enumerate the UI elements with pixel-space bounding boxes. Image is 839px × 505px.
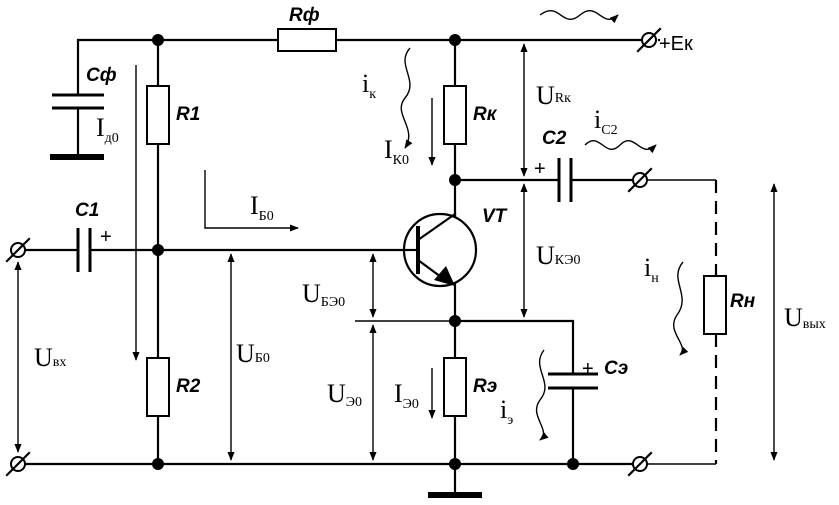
capacitor-c2 bbox=[557, 158, 573, 202]
label-r1: R1 bbox=[176, 104, 200, 125]
label-r2: R2 bbox=[176, 376, 201, 397]
wave-i-e bbox=[535, 349, 549, 441]
plus-c2: + bbox=[534, 158, 546, 180]
label-rn: Rн bbox=[730, 291, 756, 312]
label-i-e0: IЭ0 bbox=[394, 379, 419, 412]
wave-top bbox=[539, 9, 619, 24]
resistor-r2 bbox=[146, 357, 170, 417]
label-i-c2: iC2 bbox=[594, 105, 618, 138]
label-u-out: Uвых bbox=[784, 303, 826, 332]
label-vt: VT bbox=[482, 206, 508, 227]
label-u-ke0: UКЭ0 bbox=[536, 241, 581, 270]
terminal-output-bottom bbox=[627, 451, 653, 477]
junction-dots bbox=[152, 34, 579, 470]
resistor-re bbox=[443, 357, 467, 417]
label-u-be0: UБЭ0 bbox=[302, 279, 345, 310]
plus-ce: + bbox=[582, 358, 594, 380]
label-u-in: Uвх bbox=[34, 343, 66, 372]
current-arrows bbox=[132, 65, 436, 419]
resistor-rn bbox=[703, 275, 727, 335]
resistor-rk bbox=[443, 85, 467, 145]
label-re: Rэ bbox=[473, 376, 497, 397]
label-ce: Cэ bbox=[604, 358, 628, 379]
terminal-input-top bbox=[5, 237, 31, 263]
wave-i-k bbox=[400, 47, 413, 149]
arrow-i-b0 bbox=[204, 170, 299, 232]
label-u-b0: UБ0 bbox=[236, 339, 270, 368]
resistor-r1 bbox=[146, 85, 170, 145]
label-rf: Rф bbox=[289, 5, 320, 26]
wave-i-n bbox=[673, 261, 689, 356]
label-c2: C2 bbox=[542, 128, 567, 149]
transistor-vt bbox=[402, 212, 478, 288]
terminal-input-bottom bbox=[5, 451, 31, 477]
label-i-d0: Iд0 bbox=[96, 113, 119, 146]
capacitor-ce bbox=[548, 372, 598, 390]
label-i-k: iк bbox=[362, 69, 376, 102]
label-supply: +Eк bbox=[659, 33, 693, 55]
terminal-output-top bbox=[627, 167, 653, 193]
label-u-e0: UЭ0 bbox=[327, 379, 362, 410]
wires bbox=[24, 38, 716, 496]
label-rk: Rк bbox=[473, 104, 498, 125]
plus-c1: + bbox=[100, 226, 112, 248]
wave-i-c2 bbox=[584, 139, 657, 154]
label-c1: C1 bbox=[75, 200, 99, 221]
label-i-b0: IБ0 bbox=[250, 191, 274, 224]
label-i-k0: IК0 bbox=[384, 135, 409, 168]
capacitor-c1 bbox=[76, 228, 92, 272]
label-cf: Cф bbox=[86, 65, 117, 86]
voltage-arrows bbox=[14, 43, 778, 461]
capacitor-cf bbox=[50, 93, 104, 160]
ac-current-arrows bbox=[400, 9, 689, 441]
label-u-rk: URк bbox=[536, 81, 571, 110]
label-i-n: iн bbox=[644, 253, 659, 286]
label-i-e: iэ bbox=[500, 395, 513, 428]
terminal-supply bbox=[636, 27, 662, 53]
resistor-rf bbox=[277, 28, 337, 52]
